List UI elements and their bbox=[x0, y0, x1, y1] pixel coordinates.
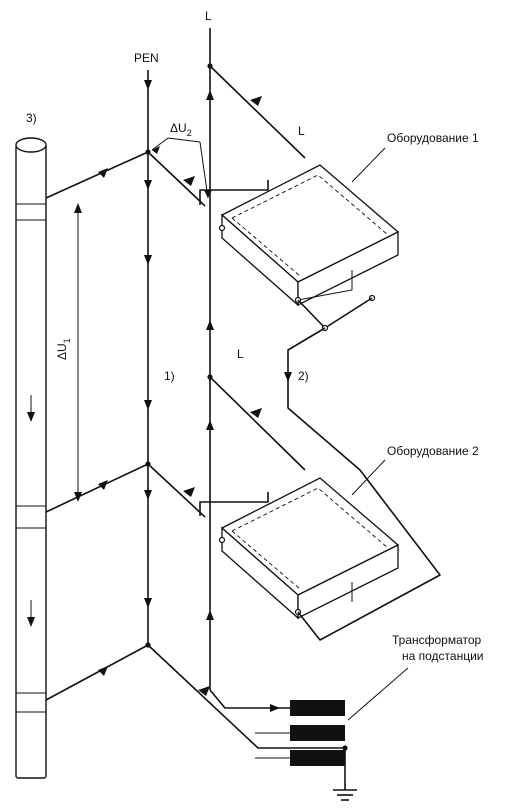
equipment-1-leader bbox=[351, 147, 386, 183]
equipment-2-leader bbox=[351, 459, 386, 496]
pen-to-transformer bbox=[147, 644, 345, 749]
equipment-2-label: Оборудование 2 bbox=[387, 444, 479, 458]
l-label-mid: L bbox=[298, 124, 305, 138]
pen-label: PEN bbox=[134, 51, 159, 65]
equipment-1-label: Оборудование 1 bbox=[387, 131, 479, 145]
metal-pipe bbox=[15, 137, 47, 779]
substation-transformer bbox=[255, 700, 348, 790]
marker-2: 2) bbox=[298, 369, 309, 383]
l-label-top: L bbox=[205, 9, 212, 23]
marker-1: 1) bbox=[164, 369, 175, 383]
equipment-1-enclosure bbox=[147, 151, 400, 332]
transformer-label-line2: на подстанции bbox=[402, 649, 484, 663]
ground-icon bbox=[333, 789, 357, 801]
transformer-leader bbox=[347, 667, 409, 721]
equipment-2-enclosure bbox=[147, 463, 441, 641]
delta-u1-subscript: 1 bbox=[62, 338, 72, 343]
delta-u2-indicator bbox=[151, 137, 212, 199]
pen-conductor bbox=[144, 70, 152, 648]
bonding-conductors bbox=[45, 151, 149, 701]
delta-u1-label: ΔU1 bbox=[55, 338, 72, 360]
delta-u2-label: ΔU2 bbox=[170, 121, 192, 138]
marker-3: 3) bbox=[26, 111, 37, 125]
l-label-lower: L bbox=[237, 347, 244, 361]
l-conductor bbox=[206, 28, 306, 712]
delta-u1-indicator bbox=[74, 203, 82, 502]
transformer-label-line1: Трансформатор bbox=[392, 633, 482, 647]
path-2-conductor bbox=[284, 327, 361, 471]
delta-u2-subscript: 2 bbox=[187, 128, 192, 138]
